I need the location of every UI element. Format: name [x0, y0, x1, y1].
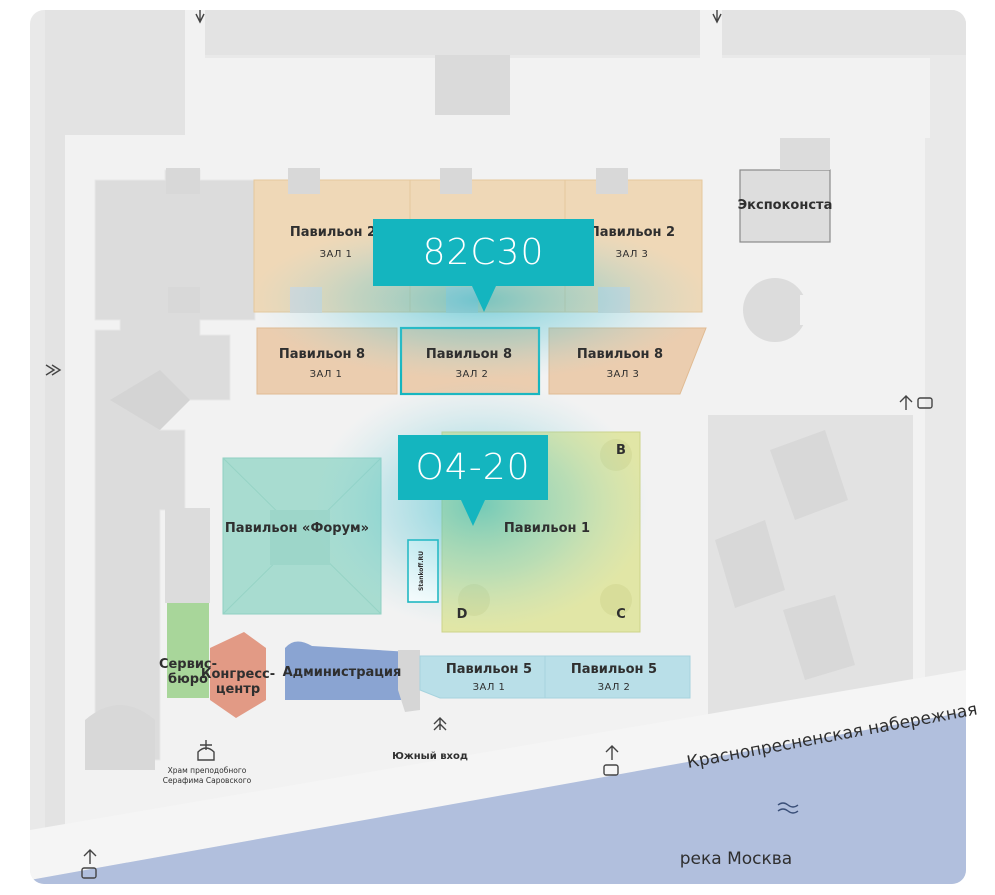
forum-label: Павильон «Форум»: [225, 521, 369, 536]
north-arrow-icon-2: [712, 10, 722, 24]
church-icon: [197, 740, 215, 761]
pavilion-8-hall-1-hall: ЗАЛ 1: [310, 369, 343, 380]
congress-center[interactable]: [210, 632, 266, 718]
pavilion-1-label: Павильон 1: [504, 521, 590, 536]
expoconst-label: Экспоконста: [738, 198, 833, 213]
pavilion-5-hall-1-hall: ЗАЛ 1: [473, 682, 506, 693]
booth-marker-82c30-label: 82C30: [422, 232, 545, 273]
pavilion-8-hall-1-name: Павильон 8: [279, 347, 365, 362]
pavilion-8-hall-2-name: Павильон 8: [426, 347, 512, 362]
parking-car-icon-2: [603, 764, 619, 776]
pavilion-5[interactable]: [419, 655, 691, 699]
turn-arrow-icon-3: [83, 849, 97, 864]
booth-marker-82c30[interactable]: 82C30: [373, 219, 594, 312]
round-building: [743, 278, 807, 342]
pavilion-5-hall-2-name: Павильон 5: [571, 662, 657, 677]
service-bureau[interactable]: [167, 603, 209, 698]
expoconst-building[interactable]: [739, 169, 831, 243]
service-label-2: бюро: [168, 672, 208, 687]
pavilion-2-hall-3-name: Павильон 2: [589, 225, 675, 240]
river: [30, 712, 966, 884]
entrance-arrow-icon: [433, 717, 447, 731]
booth-marker-o4-20-label: O4-20: [415, 447, 531, 488]
pavilion-2-hall-1-hall: ЗАЛ 1: [320, 249, 353, 260]
administration-label: Администрация: [283, 665, 402, 680]
south-entrance-label: Южный вход: [392, 751, 468, 762]
pavilion-8-hall-3-name: Павильон 8: [577, 347, 663, 362]
church-label-2: Серафима Саровского: [163, 776, 252, 785]
turn-arrow-icon-1: [899, 395, 913, 410]
top-building: [435, 55, 510, 115]
service-label-1: Сервис-: [159, 657, 217, 672]
pavilion-5-hall-1-name: Павильон 5: [446, 662, 532, 677]
pavilion-8-hall-2-hall: ЗАЛ 2: [456, 369, 489, 380]
pavilion-1-corner-d: D: [457, 607, 468, 622]
pavilion-2-hall-1-name: Павильон 2: [290, 225, 376, 240]
stankoff-logo: Stankoff.RU: [418, 551, 425, 591]
congress-label-2: центр: [216, 682, 260, 697]
pavilion-1-corner-b: B: [616, 443, 626, 458]
church-label-1: Храм преподобного: [168, 766, 247, 775]
booth-marker-o4-20[interactable]: O4-20: [398, 435, 548, 526]
pavilion-1-corner-c: C: [616, 607, 626, 622]
pavilion-2-hall-3-hall: ЗАЛ 3: [616, 249, 649, 260]
pavilion-5-hall-2-hall: ЗАЛ 2: [598, 682, 631, 693]
parking-car-icon-1: [917, 397, 933, 409]
pavilion-8-hall-3-hall: ЗАЛ 3: [607, 369, 640, 380]
parking-car-icon-3: [81, 867, 97, 879]
north-arrow-icon-1: [195, 10, 205, 24]
river-label: река Москва: [680, 849, 792, 869]
water-icon: [777, 802, 799, 814]
turn-arrow-icon-2: [605, 745, 619, 760]
embankment-road: [30, 670, 966, 880]
west-arrow-icon: [45, 364, 62, 376]
congress-label-1: Конгресс-: [201, 667, 275, 682]
administration-building[interactable]: [285, 641, 410, 700]
